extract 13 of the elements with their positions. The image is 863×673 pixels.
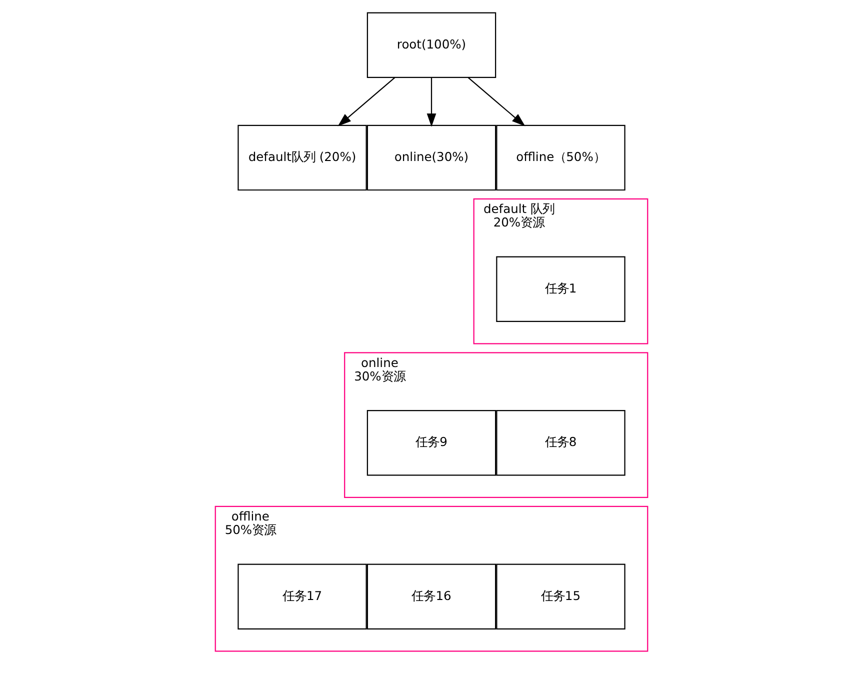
node-box: root(100%) bbox=[366, 12, 496, 78]
arrow bbox=[426, 78, 436, 127]
node-box: online(30%) bbox=[366, 124, 496, 191]
node-box: 任务16 bbox=[366, 564, 496, 630]
node-box: 任务1 bbox=[496, 256, 626, 322]
node-box: offline（50%） bbox=[496, 124, 626, 191]
node-box: default队列 (20%) bbox=[238, 124, 367, 191]
node-box: 任务17 bbox=[238, 564, 367, 630]
node-box: 任务9 bbox=[366, 410, 496, 476]
node-box: 任务15 bbox=[496, 564, 626, 630]
node-box: 任务8 bbox=[496, 410, 626, 476]
arrow bbox=[338, 77, 396, 126]
arrow bbox=[468, 77, 526, 126]
